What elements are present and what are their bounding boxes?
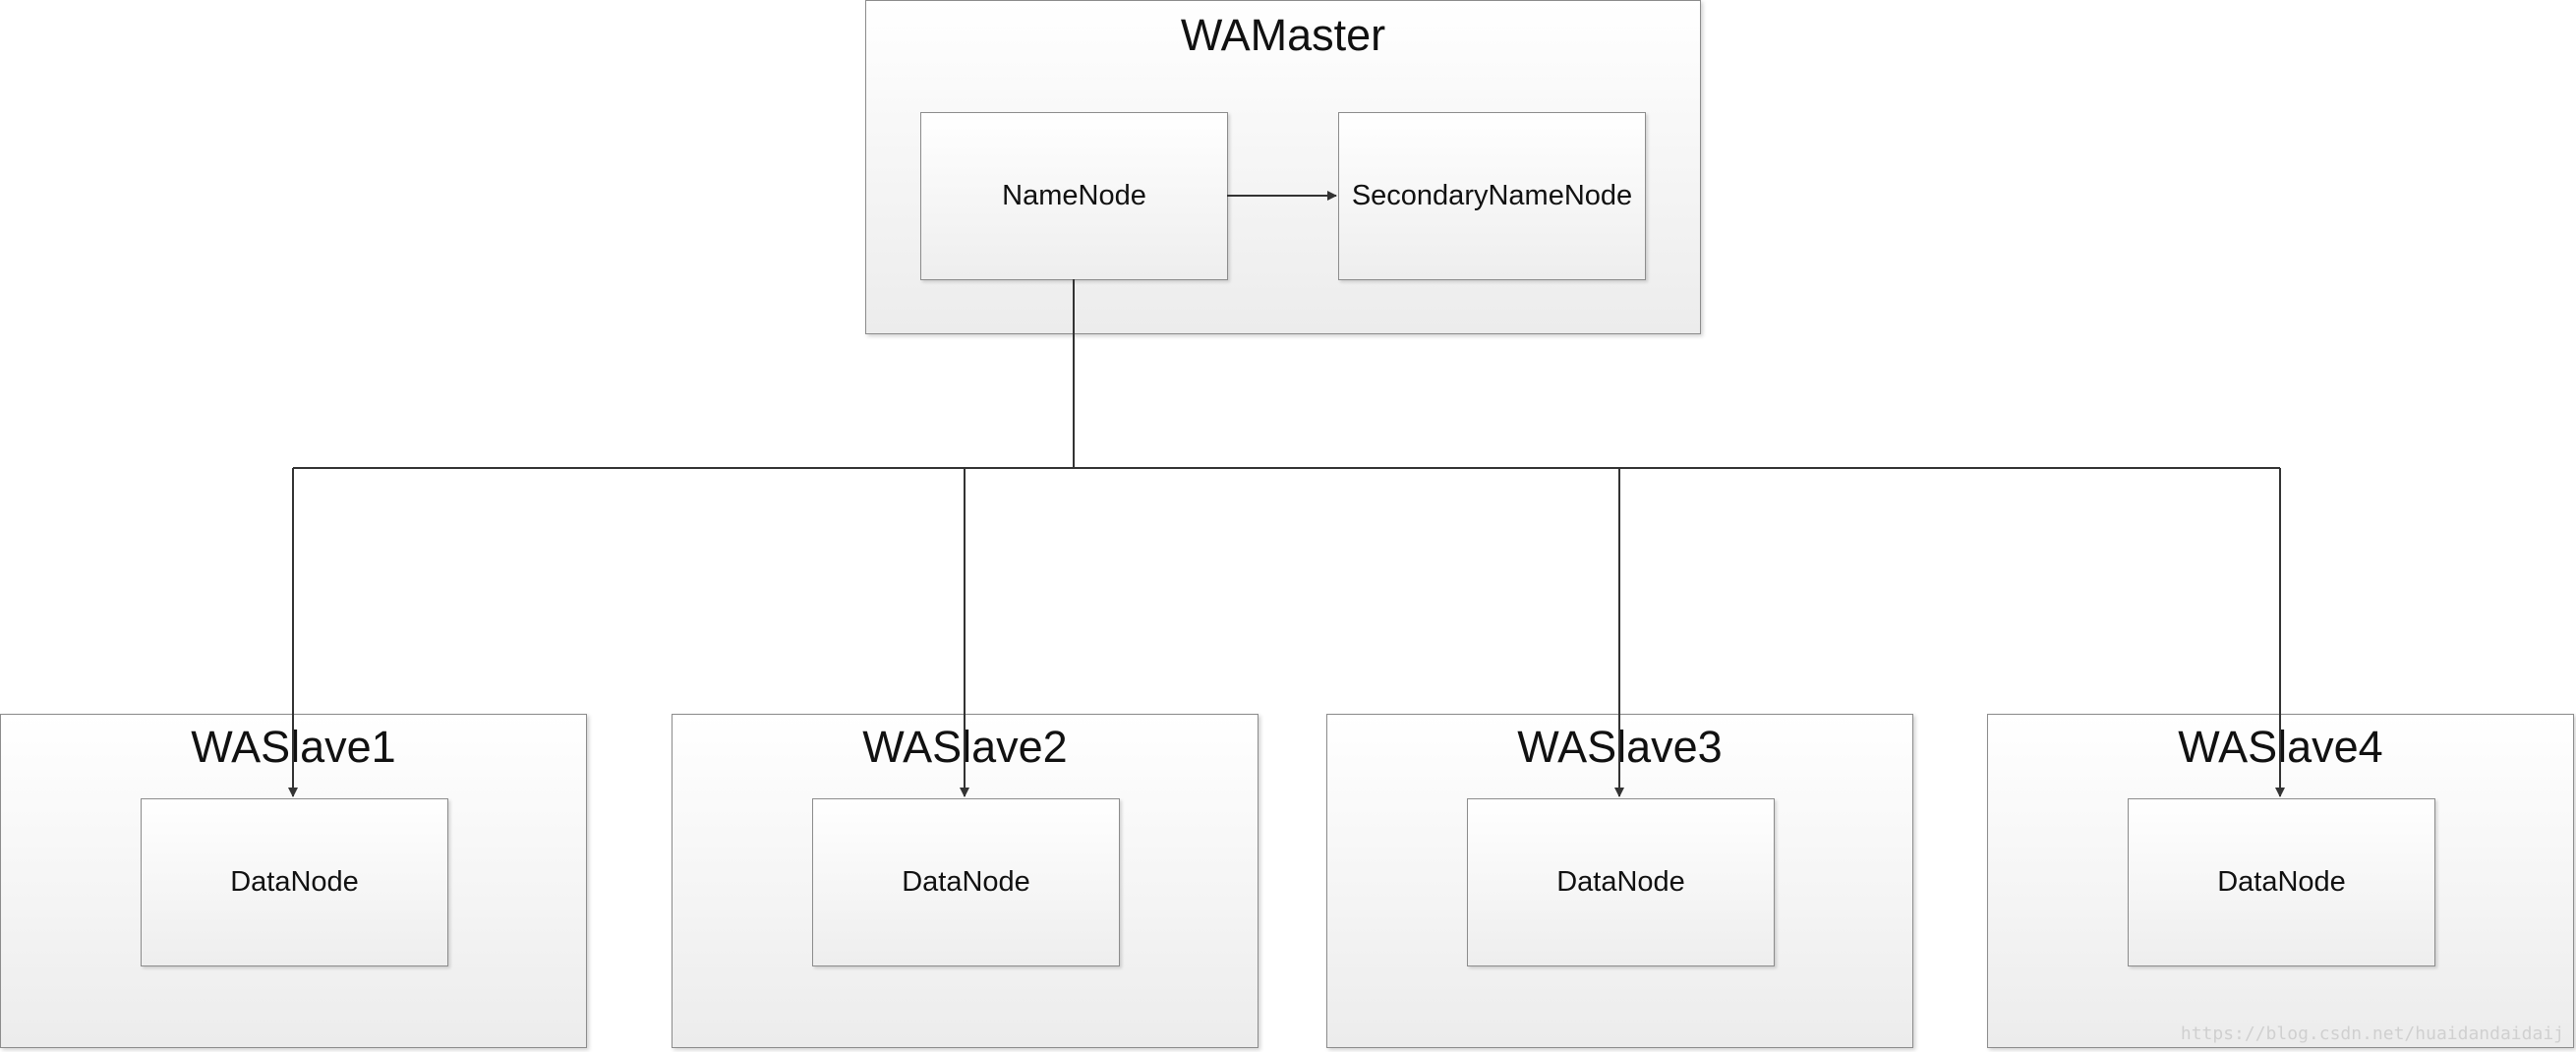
datanode-box-1: DataNode [141,798,448,966]
slave-group-3: WASlave3 DataNode [1326,714,1913,1048]
slave-title-3: WASlave3 [1517,722,1723,772]
slave-group-1: WASlave1 DataNode [0,714,587,1048]
slave-title-4: WASlave4 [2178,722,2383,772]
slave-group-2: WASlave2 DataNode [672,714,1259,1048]
datanode-box-2: DataNode [812,798,1120,966]
master-title: WAMaster [1180,10,1386,60]
datanode-box-4: DataNode [2128,798,2435,966]
slave-group-4: WASlave4 DataNode [1987,714,2574,1048]
secondarynamenode-box: SecondaryNameNode [1338,112,1646,280]
namenode-box: NameNode [920,112,1228,280]
master-group: WAMaster NameNode SecondaryNameNode [865,0,1701,334]
slave-title-2: WASlave2 [862,722,1068,772]
watermark-url: https://blog.csdn.net/huaidandaidaij [2180,1023,2564,1044]
datanode-box-3: DataNode [1467,798,1775,966]
slave-title-1: WASlave1 [191,722,396,772]
